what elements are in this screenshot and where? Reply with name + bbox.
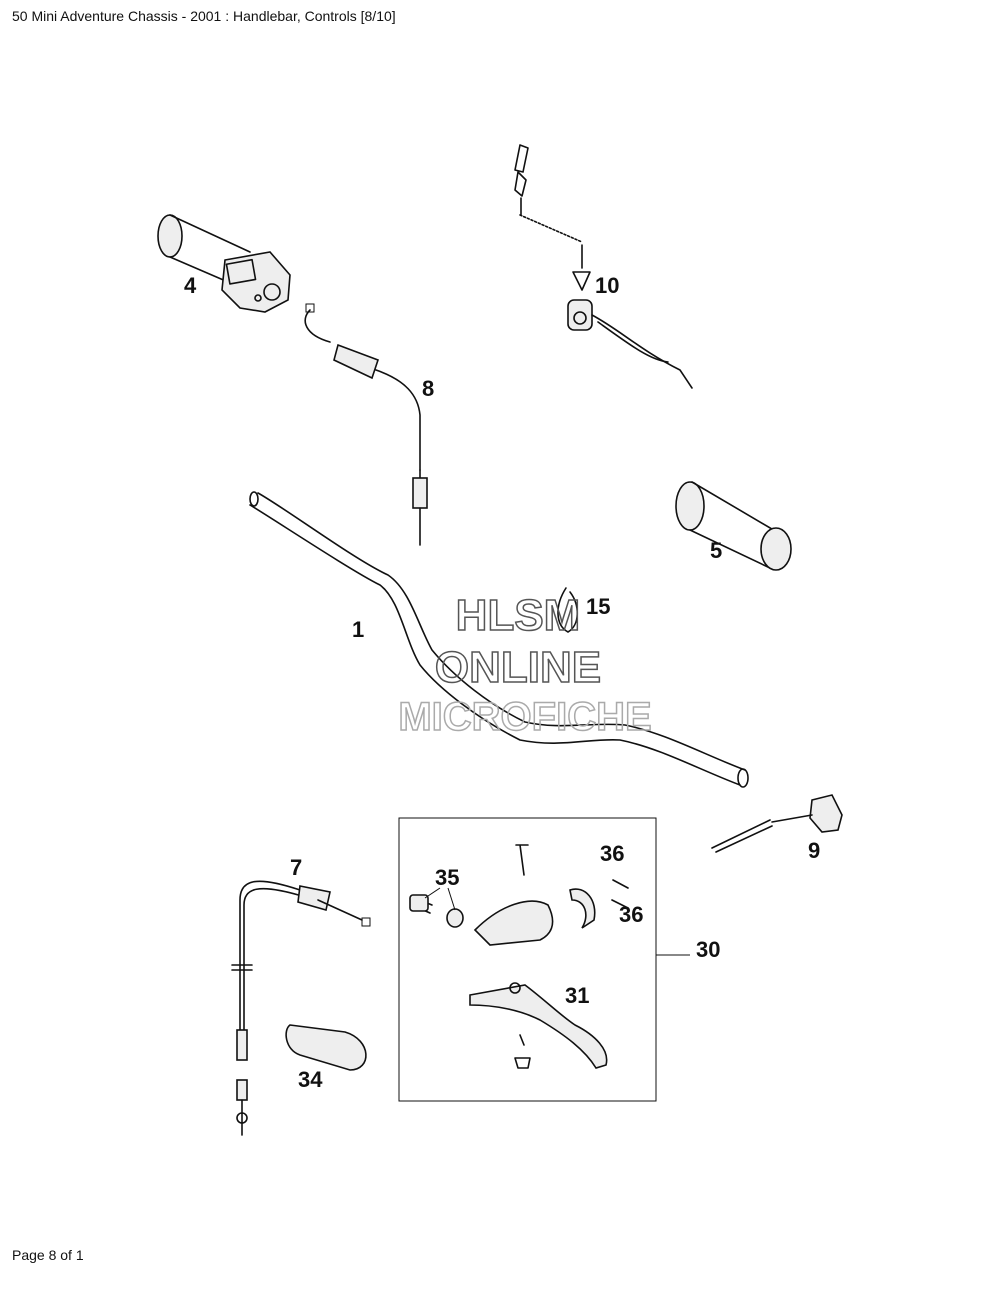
lever-bracket-part: [409, 844, 629, 946]
callout-15: 15: [586, 594, 610, 619]
page-title: 50 Mini Adventure Chassis - 2001 : Handl…: [12, 8, 396, 24]
callout-36-bottom: 36: [619, 902, 643, 927]
leader-35: [424, 887, 456, 911]
callout-8: 8: [422, 376, 434, 401]
clutch-cable-part: [231, 880, 371, 1136]
switch-part: [711, 794, 843, 853]
page-number: Page 8 of 1: [12, 1247, 84, 1263]
callout-31: 31: [565, 983, 589, 1008]
callout-4: 4: [184, 273, 197, 298]
watermark-line-3: MICROFICHE: [398, 695, 651, 739]
callout-5: 5: [710, 538, 722, 563]
lever-assembly-box: [398, 817, 690, 1102]
callout-7: 7: [290, 855, 302, 880]
callout-35: 35: [435, 865, 459, 890]
watermark: HLSM ONLINE MICROFICHE: [398, 590, 653, 740]
handlebar-part: [249, 491, 749, 788]
callout-30: 30: [696, 937, 720, 962]
throttle-cable-part: [304, 303, 428, 546]
throttle-grip-part: [157, 214, 291, 313]
watermark-line-1: HLSM: [456, 591, 581, 640]
left-grip-part: [675, 481, 792, 571]
callout-10: 10: [595, 273, 619, 298]
callout-34: 34: [298, 1067, 323, 1092]
watermark-line-2: ONLINE: [435, 643, 601, 692]
callout-9: 9: [808, 838, 820, 863]
cable-tie-part: [557, 587, 579, 633]
kill-switch-part: [514, 144, 693, 389]
clutch-lever-part: [469, 982, 608, 1069]
callout-36-top: 36: [600, 841, 624, 866]
callout-1: 1: [352, 617, 364, 642]
boot-part: [285, 1024, 367, 1071]
